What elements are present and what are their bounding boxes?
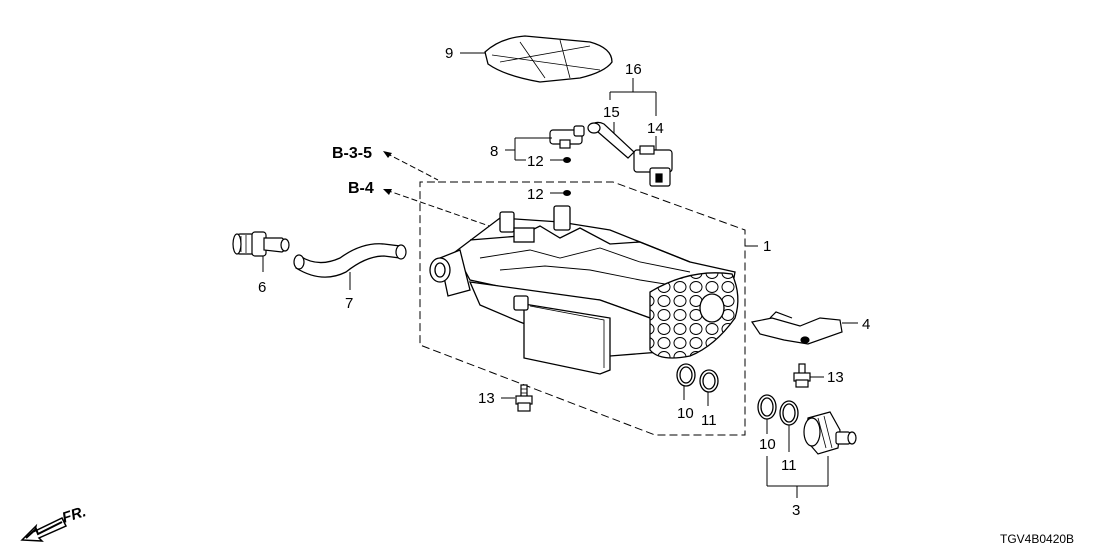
part-4-bracket xyxy=(751,311,843,345)
oring-12-lower xyxy=(563,190,571,196)
part-6-valve xyxy=(232,231,290,257)
part-15-hose xyxy=(587,121,635,159)
callout-13-right: 13 xyxy=(827,369,844,386)
callout-16: 16 xyxy=(625,61,642,78)
oring-12-upper xyxy=(563,157,571,163)
oring-10-canister xyxy=(676,363,696,387)
ref-b35: B-3-5 xyxy=(332,145,439,181)
callout-7: 7 xyxy=(345,295,353,312)
callout-12-upper: 12 xyxy=(527,153,544,170)
callout-13-left: 13 xyxy=(478,390,495,407)
part-13-bolt-left xyxy=(515,384,533,412)
front-arrow: FR. xyxy=(20,503,88,542)
callout-6: 6 xyxy=(258,279,266,296)
callout-14: 14 xyxy=(647,120,664,137)
callout-11-lower: 11 xyxy=(781,457,797,474)
callout-3: 3 xyxy=(792,502,800,519)
oring-11-lower xyxy=(779,400,799,426)
part-3-valve xyxy=(803,411,857,455)
part-8-bracket xyxy=(505,137,563,194)
callout-11-canister: 11 xyxy=(701,412,717,429)
part-8-connector xyxy=(549,125,585,149)
part-13-bolt-right xyxy=(793,363,811,388)
ref-label-b4: B-4 xyxy=(348,180,374,197)
part-3-bracket xyxy=(766,456,829,498)
ref-label-b35: B-3-5 xyxy=(332,145,372,162)
callout-9: 9 xyxy=(445,45,453,62)
callout-1: 1 xyxy=(763,238,771,255)
oring-11-canister xyxy=(699,369,719,393)
callout-10-canister: 10 xyxy=(677,405,694,422)
callout-12-lower: 12 xyxy=(527,186,544,203)
part-9-cover: 9 xyxy=(445,35,613,83)
ref-b4: B-4 xyxy=(348,180,496,229)
part-1-canister xyxy=(429,205,739,375)
callout-4: 4 xyxy=(862,316,870,333)
callout-15: 15 xyxy=(603,104,620,121)
callout-8: 8 xyxy=(490,143,498,160)
part-16-group xyxy=(609,78,657,150)
part-14-valve xyxy=(633,145,673,187)
part-7-hose xyxy=(293,243,407,278)
assembly-boundary xyxy=(419,181,746,436)
diagram-code: TGV4B0420B xyxy=(1000,532,1074,546)
front-label: FR. xyxy=(60,503,88,527)
oring-10-lower xyxy=(757,394,777,420)
callout-10-lower: 10 xyxy=(759,436,776,453)
